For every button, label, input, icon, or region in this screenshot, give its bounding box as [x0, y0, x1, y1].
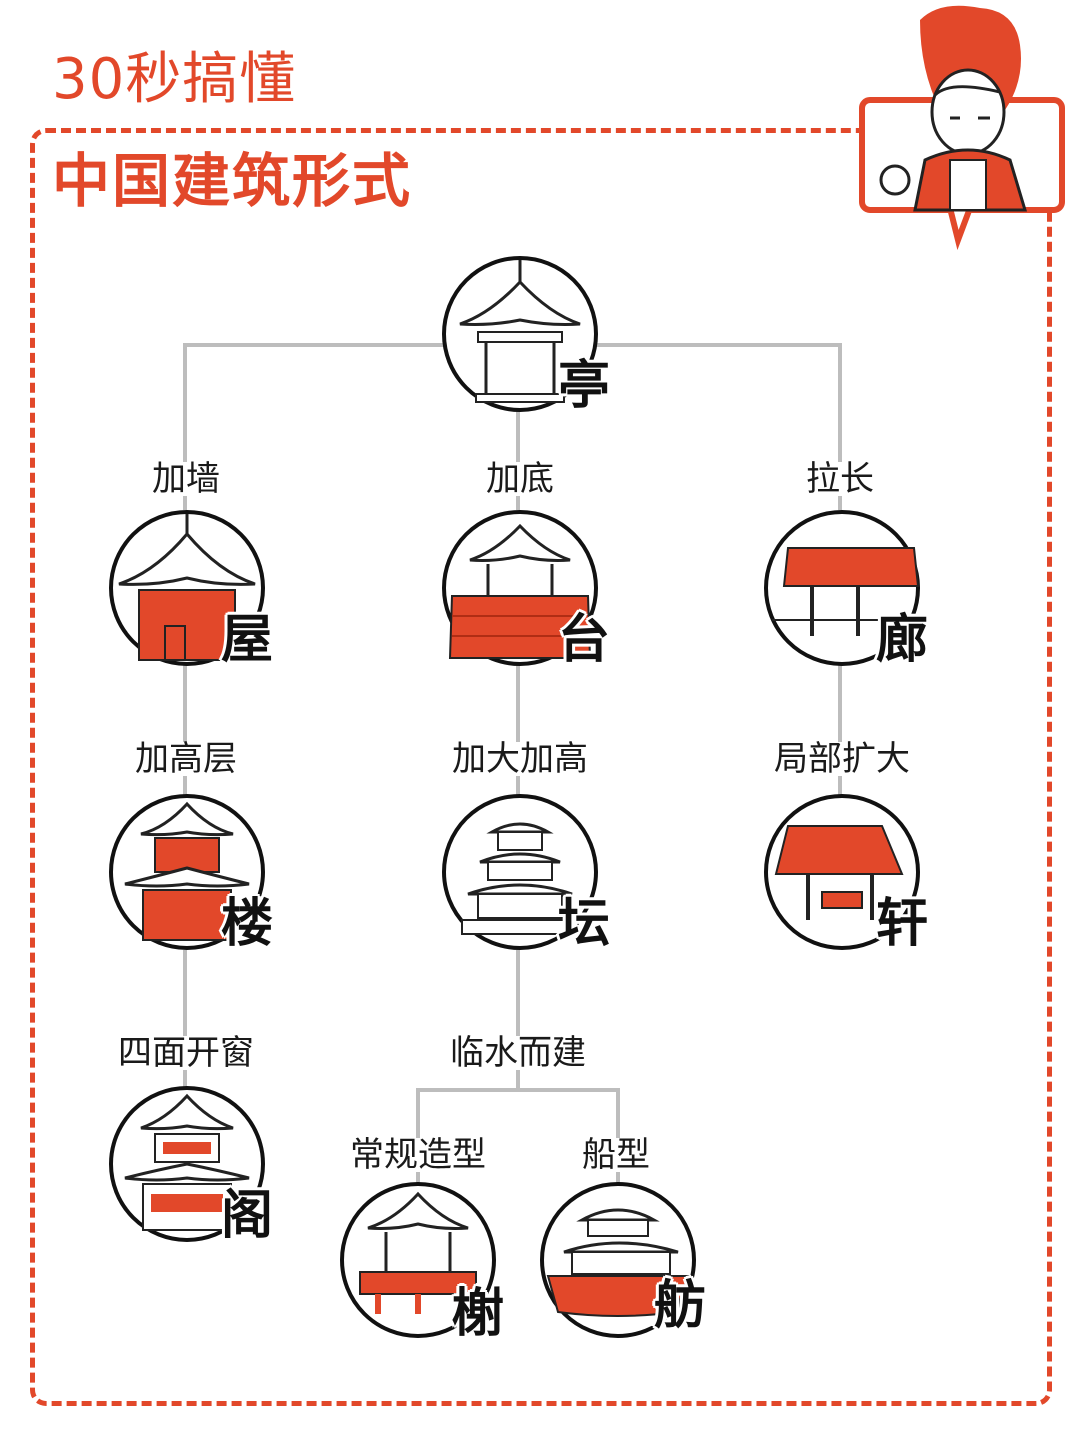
edge-label-regular-shape: 常规造型 — [344, 1138, 492, 1172]
diagram-title: 中国建筑形式 — [52, 147, 413, 215]
node-boat-pavilion: 舫 — [538, 1180, 706, 1340]
node-label-lang: 廊 — [876, 610, 929, 670]
node-label-ge: 阁 — [221, 1186, 274, 1246]
node-house: 屋 — [107, 508, 273, 668]
edge-label-elongate: 拉长 — [800, 462, 880, 496]
node-label-fang: 舫 — [654, 1276, 707, 1336]
brand-heading: 30秒搞懂 — [52, 47, 297, 112]
node-pavilion: 亭 — [440, 254, 610, 414]
node-terrace: 台 — [440, 508, 610, 668]
edge-label-by-water: 临水而建 — [444, 1036, 592, 1070]
node-corridor: 廊 — [762, 508, 928, 668]
edge-label-add-wall: 加墙 — [146, 462, 226, 496]
node-tower: 楼 — [107, 792, 273, 952]
edge-label-enlarge-heighten: 加大加高 — [446, 742, 594, 776]
mascot-illustration — [859, 5, 1065, 250]
edge-label-four-windows: 四面开窗 — [112, 1036, 260, 1070]
node-label-xie: 榭 — [452, 1284, 505, 1344]
node-altar: 坛 — [440, 792, 610, 952]
node-label-wu: 屋 — [221, 610, 274, 670]
dashed-frame — [30, 128, 1052, 1406]
node-label-tan: 坛 — [558, 894, 611, 954]
edge-label-partial-expand: 局部扩大 — [768, 742, 916, 776]
node-label-lou: 楼 — [221, 894, 274, 954]
node-label-tai: 台 — [558, 610, 611, 670]
node-label-xuan: 轩 — [876, 894, 929, 954]
node-porch: 轩 — [762, 792, 928, 952]
edge-label-add-floors: 加高层 — [129, 742, 243, 776]
node-waterside-pavilion: 榭 — [338, 1180, 504, 1340]
node-label-ting: 亭 — [558, 356, 611, 416]
node-pavilion-tower: 阁 — [107, 1084, 273, 1244]
edge-label-add-base: 加底 — [480, 462, 560, 496]
edge-label-boat-shape: 船型 — [576, 1138, 656, 1172]
